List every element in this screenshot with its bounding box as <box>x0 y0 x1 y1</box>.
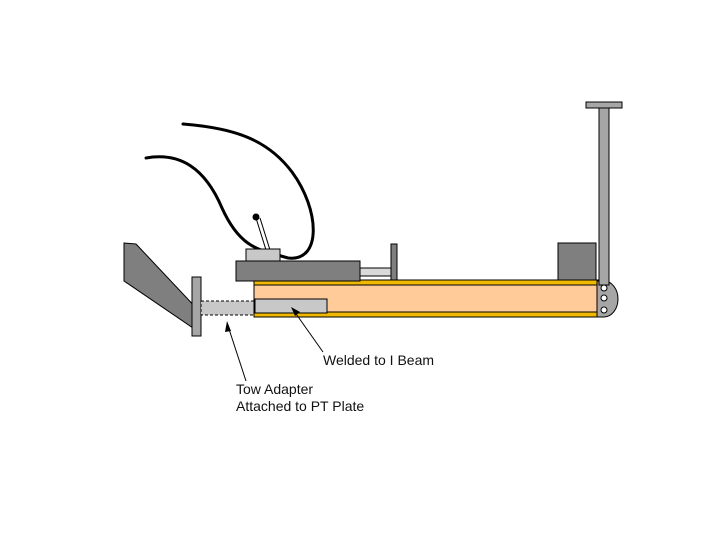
welded-arrowhead <box>291 307 300 316</box>
welded-insert <box>254 298 328 314</box>
tow-adapter-sublabel: Attached to PT Plate <box>236 398 365 414</box>
tow-adapter-label: Tow Adapter <box>236 381 314 397</box>
lever-stem <box>255 217 267 251</box>
welded-label: Welded to I Beam <box>323 352 435 368</box>
pivot-pin <box>600 284 608 292</box>
lever-knob <box>252 213 260 221</box>
tow-adapter <box>200 300 256 316</box>
handle-crossbar <box>585 101 623 109</box>
vertical-handle <box>598 106 610 286</box>
top-block <box>235 260 361 282</box>
lever-base <box>245 248 281 262</box>
tow-leader <box>227 325 247 382</box>
cable <box>144 122 315 260</box>
pivot-bracket <box>596 280 619 318</box>
angled-bar <box>123 242 201 331</box>
pt-plate <box>191 276 202 337</box>
tow-arrowhead <box>225 321 231 332</box>
rear-block <box>557 242 597 281</box>
welded-leader <box>293 310 324 353</box>
stop-plate <box>390 243 398 281</box>
slide-rod <box>359 267 392 277</box>
